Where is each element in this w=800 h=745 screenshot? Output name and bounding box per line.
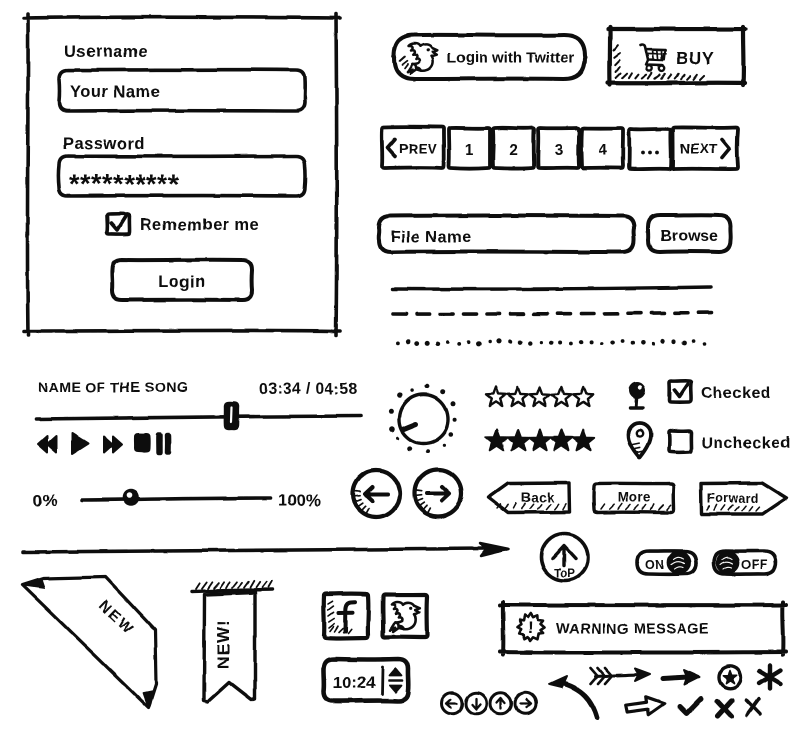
- svg-text:2: 2: [509, 142, 518, 159]
- svg-text:4: 4: [598, 142, 607, 159]
- svg-text:Back: Back: [521, 490, 555, 505]
- svg-text:File Name: File Name: [391, 229, 471, 246]
- svg-text:Browse: Browse: [660, 228, 718, 245]
- svg-text:PREV: PREV: [399, 142, 438, 157]
- svg-text:Forward: Forward: [707, 492, 758, 506]
- svg-text:Remember me: Remember me: [140, 216, 259, 234]
- svg-text:NAME OF THE SONG: NAME OF THE SONG: [38, 380, 188, 396]
- svg-text:3: 3: [554, 142, 563, 159]
- svg-text:Login with Twitter: Login with Twitter: [447, 50, 574, 67]
- svg-text:**********: **********: [69, 169, 179, 199]
- svg-text:0%: 0%: [33, 491, 58, 510]
- svg-text:ToP: ToP: [554, 568, 575, 580]
- svg-text:1: 1: [465, 142, 474, 159]
- svg-text:100%: 100%: [278, 491, 321, 510]
- svg-text:Login: Login: [158, 273, 205, 291]
- svg-text:03:34 / 04:58: 03:34 / 04:58: [259, 381, 358, 398]
- svg-text:Unchecked: Unchecked: [701, 435, 791, 452]
- svg-text:Username: Username: [64, 43, 148, 61]
- svg-text:Your Name: Your Name: [70, 83, 160, 101]
- svg-text:!: !: [528, 618, 534, 637]
- svg-text:NEW!: NEW!: [214, 619, 233, 668]
- svg-text:NEXT: NEXT: [680, 142, 718, 157]
- svg-text:10:24: 10:24: [333, 674, 376, 692]
- svg-text:More: More: [617, 490, 651, 505]
- svg-text:WARNING MESSAGE: WARNING MESSAGE: [556, 622, 709, 638]
- svg-text:ON: ON: [645, 558, 665, 572]
- svg-text:Checked: Checked: [701, 385, 771, 402]
- svg-text:Password: Password: [63, 135, 145, 153]
- svg-text:OFF: OFF: [741, 558, 768, 572]
- svg-text:BUY: BUY: [676, 48, 715, 68]
